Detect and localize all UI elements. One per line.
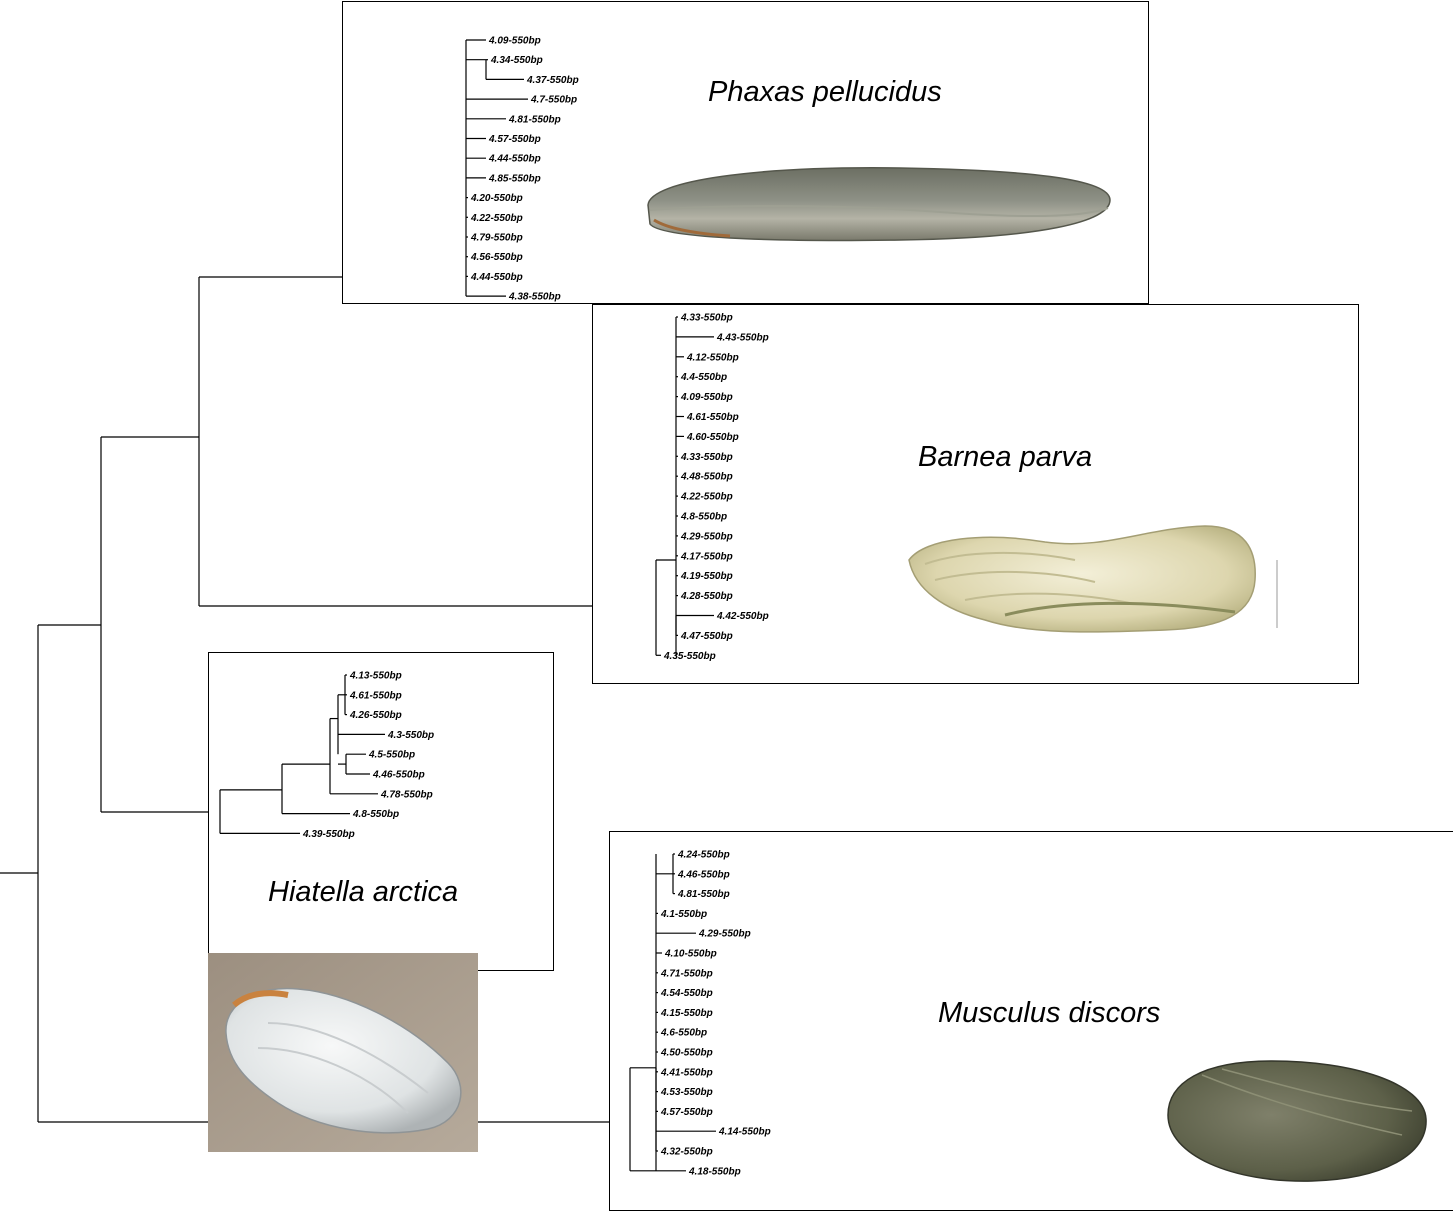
species-label-musculus: Musculus discors bbox=[938, 997, 1160, 1030]
leaf-label: 4.37-550bp bbox=[526, 75, 579, 86]
leaf-label: 4.57-550bp bbox=[660, 1107, 713, 1118]
mussel-shell-image bbox=[1162, 1055, 1434, 1185]
hiatella-shell-on-sand-image bbox=[208, 953, 478, 1152]
leaf-label: 4.33-550bp bbox=[680, 313, 733, 324]
leaf-label: 4.60-550bp bbox=[686, 432, 739, 443]
leaf-label: 4.8-550bp bbox=[352, 809, 399, 820]
barnea-shell-image bbox=[905, 520, 1285, 640]
leaf-label: 4.18-550bp bbox=[688, 1166, 741, 1177]
leaf-label: 4.1-550bp bbox=[660, 909, 707, 920]
leaf-label: 4.81-550bp bbox=[677, 889, 730, 900]
leaf-label: 4.57-550bp bbox=[488, 134, 541, 145]
leaf-label: 4.22-550bp bbox=[470, 213, 523, 224]
leaf-label: 4.50-550bp bbox=[660, 1048, 713, 1059]
leaf-label: 4.29-550bp bbox=[698, 929, 751, 940]
leaf-label: 4.12-550bp bbox=[686, 352, 739, 363]
leaf-label: 4.29-550bp bbox=[680, 531, 733, 542]
leaf-label: 4.41-550bp bbox=[660, 1067, 713, 1078]
leaf-label: 4.17-550bp bbox=[680, 551, 733, 562]
leaf-label: 4.34-550bp bbox=[490, 55, 543, 66]
leaf-label: 4.33-550bp bbox=[680, 452, 733, 463]
species-label-barnea: Barnea parva bbox=[918, 441, 1092, 474]
leaf-label: 4.46-550bp bbox=[372, 770, 425, 781]
leaf-label: 4.54-550bp bbox=[660, 988, 713, 999]
leaf-label: 4.10-550bp bbox=[664, 949, 717, 960]
leaf-label: 4.79-550bp bbox=[470, 233, 523, 244]
leaf-label: 4.71-550bp bbox=[660, 968, 713, 979]
leaf-label: 4.7-550bp bbox=[530, 95, 577, 106]
leaf-label: 4.44-550bp bbox=[470, 272, 523, 283]
leaf-label: 4.09-550bp bbox=[488, 36, 541, 47]
leaf-label: 4.85-550bp bbox=[488, 173, 541, 184]
leaf-label: 4.81-550bp bbox=[508, 114, 561, 125]
leaf-label: 4.42-550bp bbox=[716, 611, 769, 622]
leaf-label: 4.44-550bp bbox=[488, 154, 541, 165]
leaf-label: 4.28-550bp bbox=[680, 591, 733, 602]
leaf-label: 4.32-550bp bbox=[660, 1147, 713, 1158]
species-label-phaxas: Phaxas pellucidus bbox=[708, 76, 942, 109]
leaf-label: 4.24-550bp bbox=[677, 850, 730, 861]
leaf-label: 4.19-550bp bbox=[680, 571, 733, 582]
leaf-label: 4.4-550bp bbox=[680, 372, 727, 383]
leaf-label: 4.61-550bp bbox=[686, 412, 739, 423]
leaf-label: 4.26-550bp bbox=[349, 710, 402, 721]
leaf-label: 4.47-550bp bbox=[680, 631, 733, 642]
leaf-label: 4.13-550bp bbox=[349, 671, 402, 682]
leaf-label: 4.61-550bp bbox=[349, 690, 402, 701]
leaf-label: 4.15-550bp bbox=[660, 1008, 713, 1019]
razor-shell-image bbox=[640, 160, 1115, 246]
leaf-label: 4.3-550bp bbox=[387, 730, 434, 741]
leaf-label: 4.46-550bp bbox=[677, 869, 730, 880]
leaf-label: 4.22-550bp bbox=[680, 492, 733, 503]
leaf-label: 4.5-550bp bbox=[368, 750, 415, 761]
leaf-label: 4.09-550bp bbox=[680, 392, 733, 403]
leaf-label: 4.6-550bp bbox=[660, 1028, 707, 1039]
leaf-label: 4.48-550bp bbox=[680, 472, 733, 483]
leaf-label: 4.38-550bp bbox=[508, 292, 561, 303]
leaf-label: 4.14-550bp bbox=[718, 1127, 771, 1138]
leaf-label: 4.35-550bp bbox=[663, 651, 716, 662]
species-label-hiatella: Hiatella arctica bbox=[268, 876, 458, 909]
leaf-label: 4.53-550bp bbox=[660, 1087, 713, 1098]
leaf-label: 4.56-550bp bbox=[470, 252, 523, 263]
leaf-label: 4.8-550bp bbox=[680, 512, 727, 523]
leaf-label: 4.78-550bp bbox=[380, 789, 433, 800]
leaf-label: 4.39-550bp bbox=[302, 829, 355, 840]
leaf-label: 4.20-550bp bbox=[470, 193, 523, 204]
leaf-label: 4.43-550bp bbox=[716, 332, 769, 343]
